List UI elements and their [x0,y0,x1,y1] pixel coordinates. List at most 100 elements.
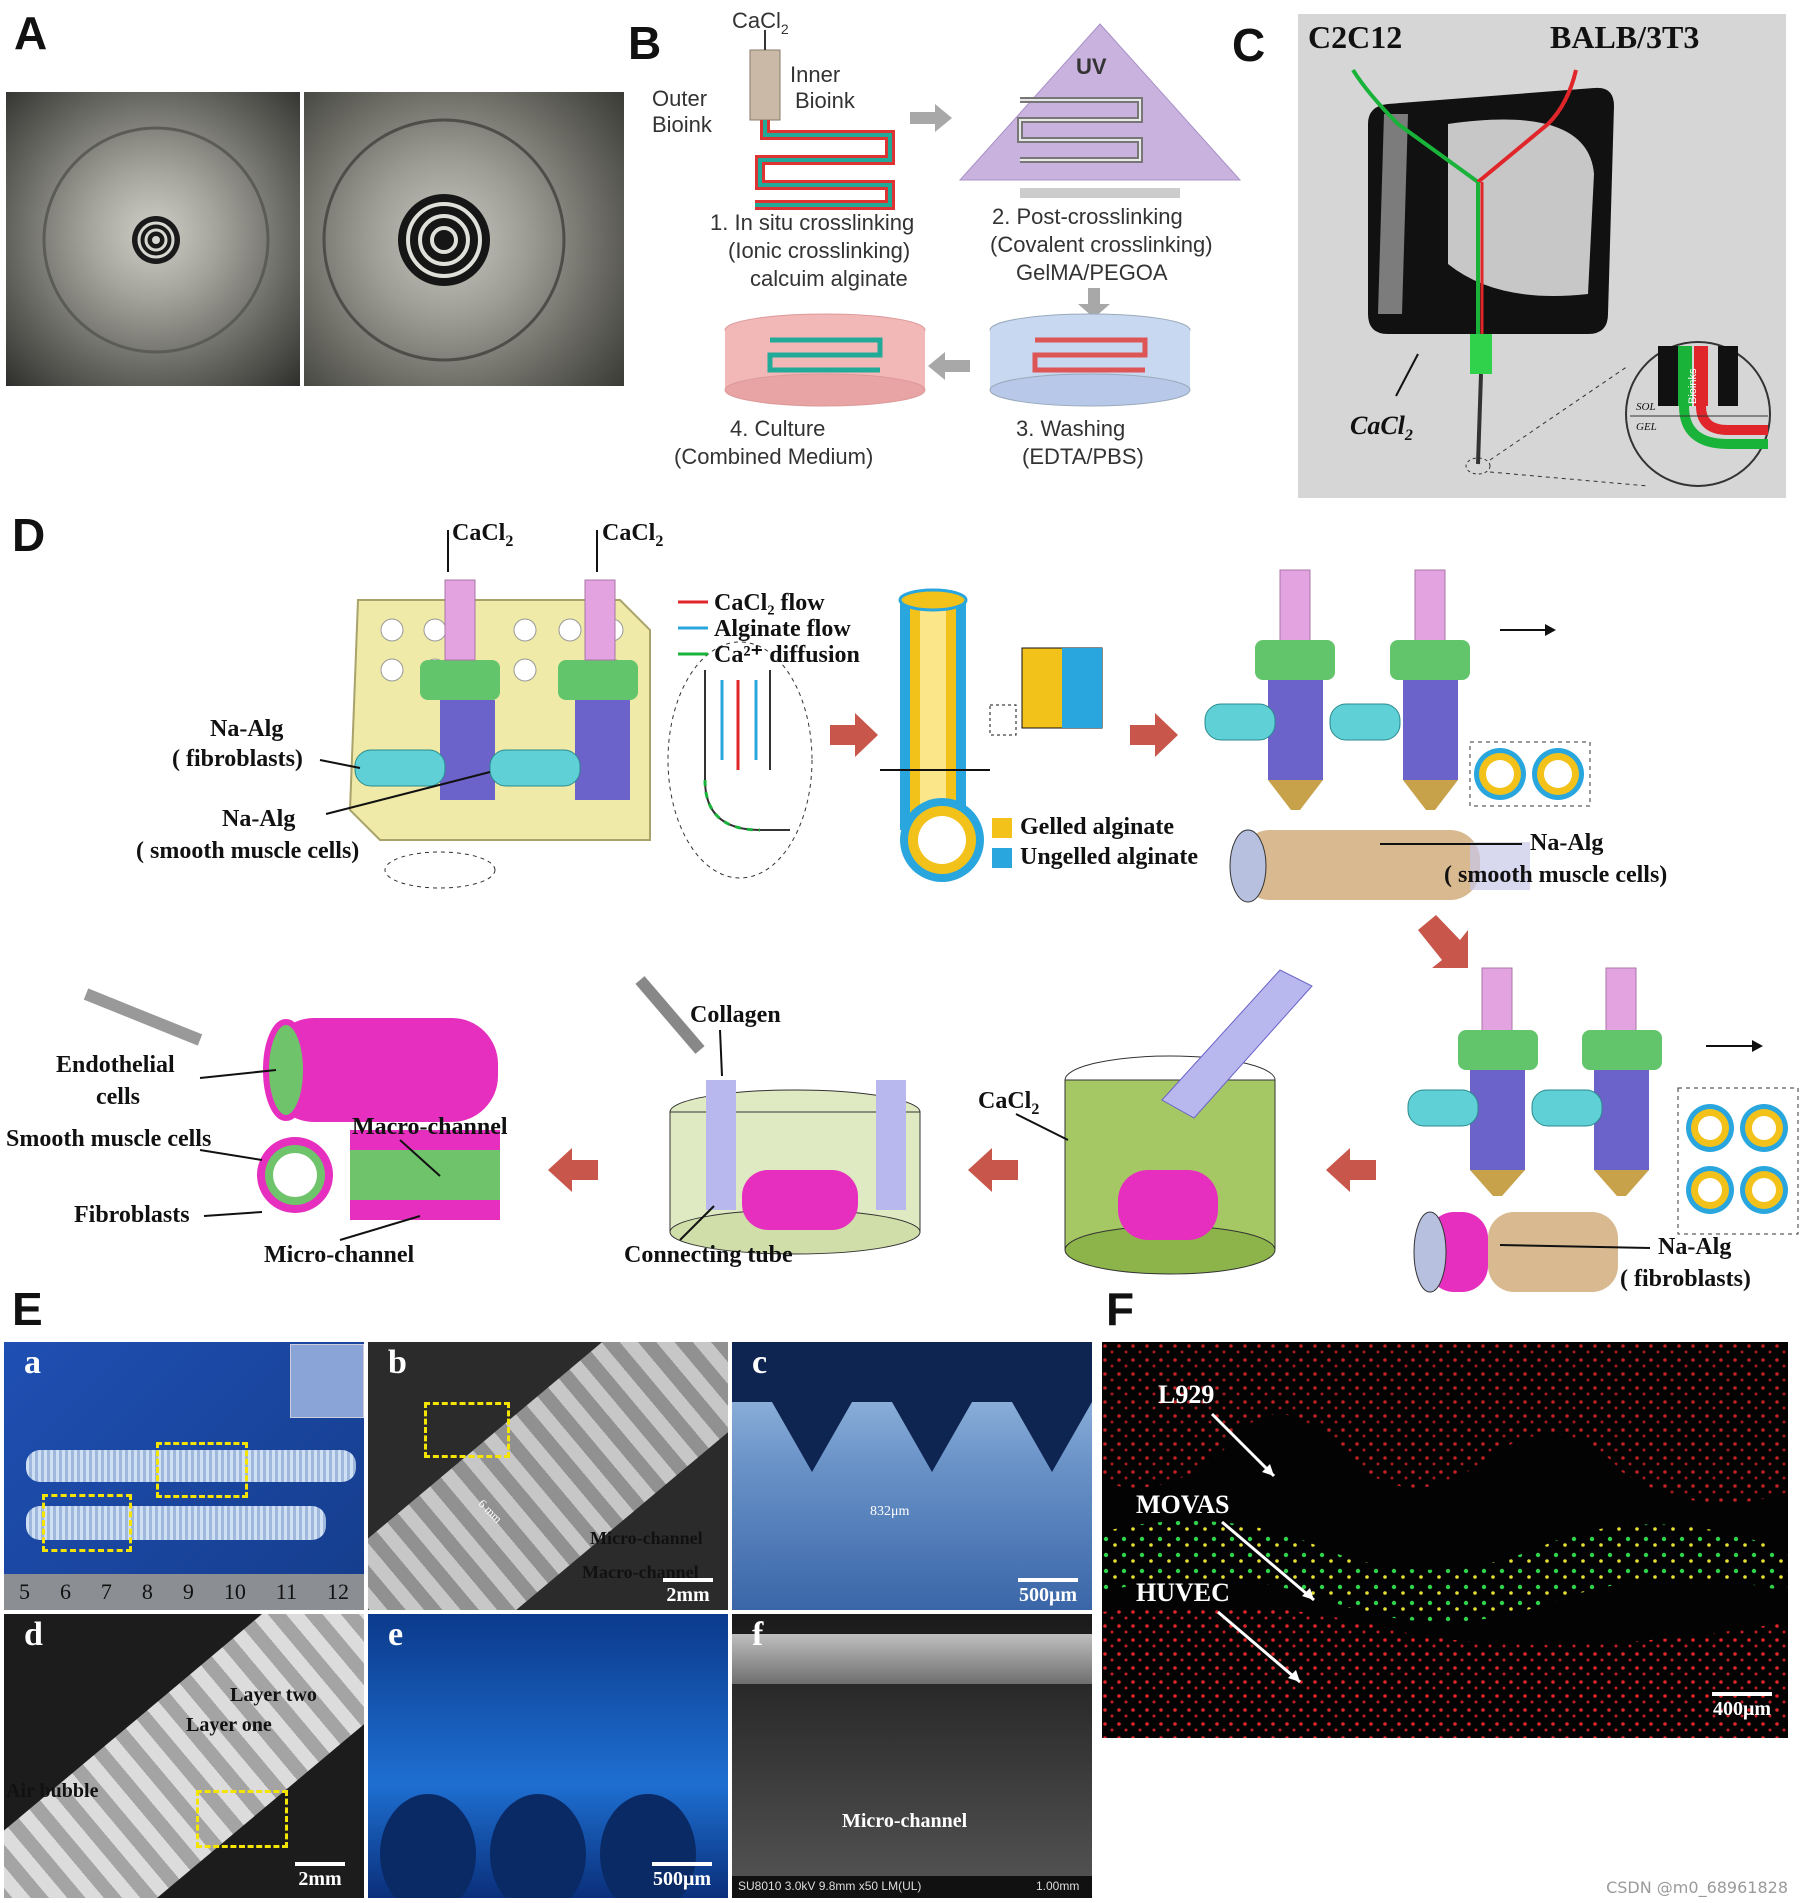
b-outer1: Outer [652,86,707,111]
panel-a-photo-left [6,92,300,386]
e-b-scale: 2mm [658,1578,718,1607]
panel-b-diagram: CaCl2 Inner Bioink Outer Bioink 1. In si… [652,8,1242,469]
b-step2-l2: (Covalent crosslinking) [990,232,1213,257]
e-b-micro: Micro-channel [590,1528,703,1548]
d-naalg-smc-1: Na-Alg [222,806,295,832]
d-arrow-down [1418,915,1468,968]
c-sol: SOL [1636,401,1656,413]
e-c-label: c [752,1344,768,1381]
d-cacl2-b: CaCl2 [602,520,663,550]
e-b-label: b [388,1344,407,1381]
coaxial-nozzle [749,49,781,121]
e-e-label: e [388,1616,404,1653]
e-d-scale: 2mm [290,1862,350,1891]
d-arrow-4 [968,1148,1018,1192]
b-step3-l2: (EDTA/PBS) [1022,444,1144,469]
printing-stage-1 [1204,569,1591,903]
panel-e-f: f Micro-channel SU8010 3.0kV 9.8mm x50 L… [732,1614,1092,1898]
panel-e-d: d Layer two Layer one Air bubble 2mm [4,1614,364,1898]
d-fibroblasts: Fibroblasts [74,1202,190,1228]
b-step1-l3: calcuim alginate [750,266,908,291]
nozzle-illustration [322,118,566,362]
panel-b-label: B [628,17,662,69]
c-c2c12: C2C12 [1308,19,1402,55]
panel-d-label: D [12,509,46,561]
alginate-tube [880,588,1103,882]
e-d-layer-one: Layer one [186,1714,272,1736]
e-f-micro: Micro-channel [842,1810,968,1832]
b-step1-l1: 1. In situ crosslinking [710,210,914,235]
d-naalg-fib-right-1: Na-Alg [1658,1234,1731,1260]
connector-green [420,660,500,700]
e-d-layer-two: Layer two [230,1684,317,1706]
collagen-setup [635,976,921,1255]
serpentine-outer [755,120,895,210]
final-vessel [83,988,500,1220]
panel-e-c: c 832μm 500μm [732,1342,1092,1610]
b-arrow-right [910,104,952,132]
f-huvec: HUVEC [1136,1578,1230,1607]
balb-channel [1476,69,1578,184]
b-uv: UV [1076,54,1107,79]
e-c-scale: 500μm [1010,1578,1086,1607]
b-step3-l1: 3. Washing [1016,416,1125,441]
c-cacl2: CaCl2 [1350,411,1413,444]
d-cacl2-bath: CaCl2 [978,1088,1039,1118]
panel-f-label: F [1106,1283,1135,1335]
cacl2-bath [1064,969,1313,1275]
panel-e-b: b Micro-channel Macro-channel 6 mm 2mm [368,1342,728,1610]
f-l929: L929 [1158,1380,1215,1409]
e-c-832: 832μm [870,1504,910,1519]
d-naalg-smc-2: ( smooth muscle cells) [136,838,359,864]
d-arrow-5 [548,1148,598,1192]
nozzle-body-violet [440,700,495,800]
b-step4-l2: (Combined Medium) [674,444,873,469]
d-micro: Micro-channel [264,1242,415,1268]
panel-a-label: A [14,7,48,59]
b-cacl2: CaCl2 [732,8,789,37]
d-arrow-3 [1326,1148,1376,1192]
serpentine-inner [755,120,892,207]
d-legend-ca-diffusion: Ca²⁺ diffusion [714,642,860,668]
e-a-label: a [24,1344,41,1381]
e-d-label: d [24,1616,43,1653]
b-arrow-down [1078,288,1110,318]
d-legend-alginate-flow: Alginate flow [714,616,851,642]
inlet-cyan [354,749,446,787]
panel-c-label: C [1232,19,1266,71]
b-inner1: Inner [790,62,840,87]
d-naalg-smc-right-2: ( smooth muscle cells) [1444,862,1667,888]
b-step4-l1: 4. Culture [730,416,825,441]
e-e-scale: 500μm [644,1862,720,1891]
b-step2-l3: GelMA/PEGOA [1016,260,1168,285]
c-balb: BALB/3T3 [1550,19,1699,55]
panel-e-label: E [12,1283,43,1335]
e-d-air-bubble: Air bubble [6,1780,99,1802]
panel-d-diagram: CaCl2 CaCl2 CaCl₂ flow Alginate flow Ca²… [6,520,1799,1293]
d-arrow-1 [830,713,878,757]
panel-e-e: e 500μm [368,1614,728,1898]
d-naalg-smc-right-1: Na-Alg [1530,830,1603,856]
d-naalg-fib-2: ( fibroblasts) [172,746,303,772]
d-naalg-fib-right-2: ( fibroblasts) [1620,1266,1751,1292]
d-smc: Smooth muscle cells [6,1126,211,1152]
e-f-sem-scale: 1.00mm [1036,1879,1080,1893]
printing-stage-2 [1407,967,1799,1293]
d-arrow-2 [1130,713,1178,757]
d-naalg-fib-1: Na-Alg [210,716,283,742]
e-f-label: f [752,1616,764,1653]
d-ungelled: Ungelled alginate [1020,844,1198,870]
nozzle-tip [1470,334,1492,374]
b-arrow-left [928,352,970,380]
d-endothelial-1: Endothelial [56,1052,175,1078]
d-collagen: Collagen [690,1002,781,1028]
b-outer2: Bioink [652,112,713,137]
d-macro: Macro-channel [352,1114,508,1140]
d-connecting: Connecting tube [624,1242,793,1268]
panel-c-render: C2C12 BALB/3T3 CaCl2 SOL GEL Bioinks [1298,14,1786,498]
c2c12-channel [1351,68,1480,184]
coaxial-printhead-block [348,579,813,889]
d-cacl2-a: CaCl2 [452,520,513,550]
